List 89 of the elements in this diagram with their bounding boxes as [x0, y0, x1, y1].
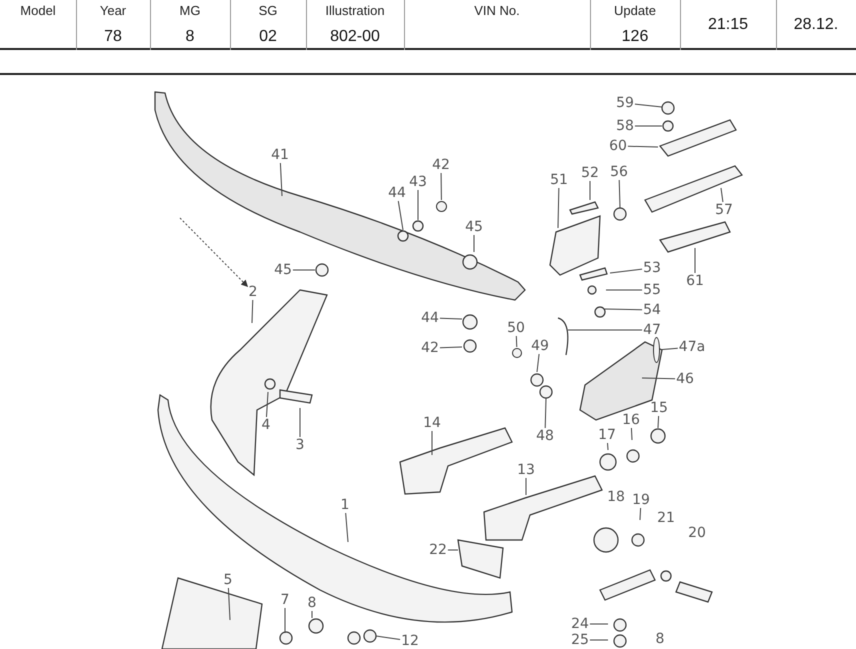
callout-number: 51	[550, 173, 568, 187]
callout-number: 59	[616, 96, 634, 110]
callout-number: 14	[423, 416, 441, 430]
callout-number: 44	[421, 311, 439, 325]
leader-line	[694, 248, 696, 274]
leader-line	[376, 636, 401, 640]
column-header: Update	[614, 2, 656, 20]
callout-number: 22	[429, 543, 447, 557]
leader-line	[630, 428, 632, 440]
callout-number: 3	[296, 438, 304, 452]
column-header: MG	[180, 2, 200, 20]
callout-number: 47a	[678, 340, 706, 354]
callout-number: 45	[465, 220, 483, 234]
leader-line	[398, 200, 404, 230]
callout-number: 19	[632, 493, 650, 507]
leader-line	[610, 268, 643, 274]
leader-line	[642, 378, 676, 380]
leader-line	[720, 188, 724, 202]
leader-line	[345, 512, 348, 542]
callout-number: 54	[643, 303, 661, 317]
callout-number: 60	[609, 139, 627, 153]
table-value: 02	[259, 27, 277, 47]
table-value: 28.12.	[794, 15, 838, 35]
callout-number: 41	[271, 148, 289, 162]
seal-ring	[653, 337, 660, 363]
callout-number: 5	[224, 573, 232, 587]
callout-number: 42	[432, 158, 450, 172]
callout-number: 58	[616, 119, 634, 133]
callout-number: 21	[657, 511, 675, 525]
table-value: 78	[104, 27, 122, 47]
leader-line	[252, 300, 254, 324]
leader-line	[280, 162, 282, 196]
column-header: Model	[20, 2, 56, 20]
column-header: Year	[100, 2, 126, 20]
callout-number: 46	[676, 372, 694, 386]
callout-number: 2	[248, 285, 258, 299]
callout-number: 44	[388, 186, 406, 200]
callout-number: 48	[536, 429, 554, 443]
callout-number: 24	[571, 617, 589, 631]
callout-number: 56	[610, 165, 628, 179]
callout-number: 8	[656, 632, 664, 646]
leader-line	[634, 104, 662, 108]
callout-number: 43	[409, 175, 427, 189]
leader-line	[604, 308, 643, 310]
leader-line	[607, 442, 608, 450]
callout-number: 53	[643, 261, 661, 275]
table-value: 21:15	[708, 15, 748, 35]
callout-number: 4	[262, 418, 270, 432]
callout-number: 25	[571, 633, 589, 647]
callout-number: 8	[308, 596, 316, 610]
callout-number: 61	[686, 274, 704, 288]
callout-number: 17	[598, 428, 616, 442]
leader-line	[228, 588, 230, 620]
callout-number: 42	[421, 341, 439, 355]
callout-number: 55	[643, 283, 661, 297]
arrow	[180, 218, 248, 287]
callout-number: 18	[607, 490, 625, 504]
leader-line	[618, 180, 620, 208]
callout-number: 15	[650, 401, 668, 415]
washer	[436, 201, 447, 212]
column-header: VIN No.	[474, 2, 520, 20]
leader-line	[558, 188, 560, 228]
column-header: Illustration	[325, 2, 385, 20]
leader-line	[536, 354, 540, 372]
leader-line	[658, 416, 660, 428]
column-header: SG	[258, 2, 278, 20]
leader-line	[439, 346, 462, 348]
callout-number: 16	[622, 413, 640, 427]
callout-number: 13	[517, 463, 535, 477]
table-value: 126	[622, 27, 648, 47]
callout-number: 47	[643, 323, 661, 337]
table-value: 8	[186, 27, 194, 47]
leader-line	[627, 146, 658, 148]
leader-line	[284, 608, 286, 634]
leader-line	[439, 318, 462, 320]
callout-number: 12	[401, 634, 419, 648]
callout-number: 1	[340, 498, 350, 512]
callout-number: 50	[507, 321, 525, 335]
leader-line	[266, 392, 268, 418]
leader-line	[544, 398, 546, 428]
callout-number: 52	[581, 166, 599, 180]
callout-number: 20	[688, 526, 706, 540]
callout-number: 7	[280, 593, 290, 607]
washer	[512, 348, 522, 358]
leader-line	[640, 508, 642, 520]
callout-number: 49	[531, 339, 549, 353]
callout-number: 57	[715, 203, 733, 217]
callout-number: 45	[274, 263, 292, 277]
table-value: 802-00	[330, 27, 380, 47]
